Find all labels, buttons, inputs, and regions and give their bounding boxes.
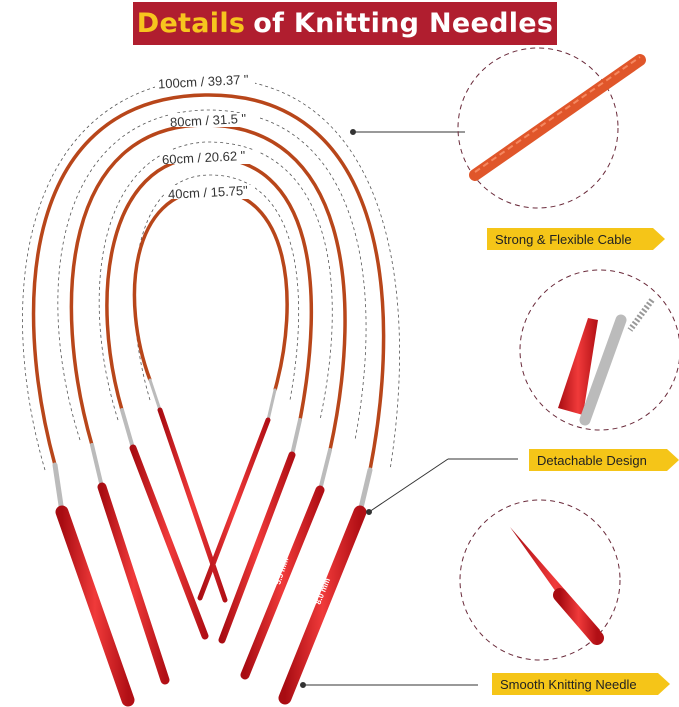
feature-tag-cable: Strong & Flexible Cable	[487, 228, 665, 250]
feature-tag-detachable: Detachable Design	[529, 449, 679, 471]
detachable-closeup	[558, 298, 655, 426]
title-banner: Details of Knitting Needles	[133, 2, 557, 45]
cable-40cm	[132, 188, 289, 391]
feature-cable-label: Strong & Flexible Cable	[495, 231, 632, 247]
callout-lines	[300, 129, 518, 688]
title-highlight: Details	[136, 8, 246, 39]
length-80cm: 80cm / 31.5 "	[170, 111, 247, 130]
cable-closeup	[469, 54, 646, 181]
cable-100cm	[31, 93, 386, 471]
needle-tips: 8.0 mm 5.5 mm 5.5 mm 8.0 mm	[52, 378, 373, 707]
feature-tag-smooth: Smooth Knitting Needle	[492, 673, 670, 695]
length-60cm: 60cm / 20.62 "	[162, 148, 246, 167]
length-40cm: 40cm / 15.75"	[168, 183, 249, 202]
length-labels: 100cm / 39.37 " 80cm / 31.5 " 60cm / 20.…	[155, 72, 260, 202]
tip-closeup	[510, 527, 604, 645]
detail-circles	[457, 47, 679, 661]
feature-detachable-label: Detachable Design	[537, 452, 647, 468]
feature-smooth-label: Smooth Knitting Needle	[500, 676, 637, 692]
title-text: of Knitting Needles	[253, 8, 554, 39]
length-100cm: 100cm / 39.37 "	[158, 72, 250, 92]
